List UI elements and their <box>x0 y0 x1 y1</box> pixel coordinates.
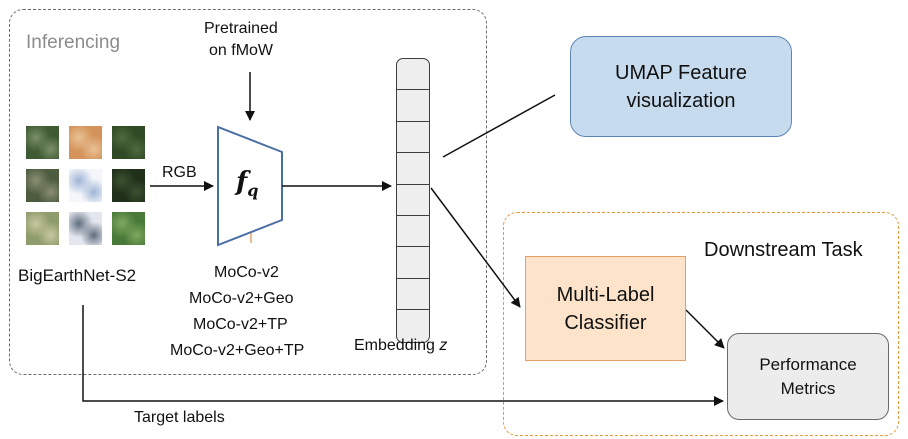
satellite-tile-snow-white <box>69 169 102 202</box>
embedding-cell <box>397 185 429 216</box>
embedding-label-symbol: z <box>439 337 448 354</box>
embedding-cell <box>397 216 429 248</box>
umap-line-1: UMAP Feature <box>615 61 747 84</box>
embedding-cell <box>397 247 429 279</box>
classifier-to-performance-arrow <box>685 309 725 349</box>
satellite-tile-farmland-orange <box>69 126 102 159</box>
satellite-tiles <box>26 126 150 250</box>
performance-line-1: Performance <box>759 354 857 374</box>
satellite-tile-green-fields <box>112 212 145 245</box>
variant-moco-v2-geo: MoCo-v2+Geo <box>189 290 294 307</box>
embedding-to-umap-line <box>442 94 556 158</box>
target-labels-arrow <box>82 305 724 406</box>
satellite-tile-forest-river <box>26 126 59 159</box>
satellite-tile-dark-forest <box>112 169 145 202</box>
variant-moco-v2-tp: MoCo-v2+TP <box>193 316 288 333</box>
variant-moco-v2-geo-tp: MoCo-v2+Geo+TP <box>170 342 305 359</box>
classifier-line-2: Classifier <box>564 311 647 334</box>
umap-feature-visualization-box: UMAP Feature visualization <box>570 36 792 137</box>
embedding-cell <box>397 122 429 154</box>
embedding-label-text: Embedding <box>354 337 435 354</box>
encoder-symbol: fq <box>236 167 259 200</box>
multi-label-classifier-box: Multi-Label Classifier <box>525 256 686 361</box>
satellite-tile-fields-patchwork <box>26 212 59 245</box>
inferencing-region <box>9 9 487 375</box>
embedding-label: Embedding z <box>354 337 447 355</box>
embedding-cell <box>397 279 429 311</box>
pretrained-line-2: on fMoW <box>209 42 274 59</box>
satellite-tile-dense-forest <box>112 126 145 159</box>
variant-moco-v2: MoCo-v2 <box>214 264 279 281</box>
classifier-line-1: Multi-Label <box>556 283 655 306</box>
downstream-task-label: Downstream Task <box>704 239 863 261</box>
pretrained-line-1: Pretrained <box>204 20 278 37</box>
embedding-cell <box>397 90 429 122</box>
downstream-task-region <box>503 212 899 436</box>
satellite-tile-mixed-land <box>26 169 59 202</box>
embedding-to-classifier-arrow <box>430 187 521 308</box>
target-labels-label: Target labels <box>134 409 225 426</box>
satellite-tile-clouds-mountain <box>69 212 102 245</box>
rgb-label: RGB <box>162 164 197 181</box>
embedding-vector <box>396 58 430 343</box>
encoder-trapezoid <box>217 125 283 247</box>
dataset-label: BigEarthNet-S2 <box>18 266 137 285</box>
umap-line-2: visualization <box>626 89 736 112</box>
inferencing-label: Inferencing <box>26 32 121 53</box>
embedding-cell <box>397 59 429 91</box>
performance-line-2: Metrics <box>780 378 836 398</box>
encoder-symbol-f: f <box>236 167 248 197</box>
embedding-cell <box>397 153 429 185</box>
performance-metrics-box: Performance Metrics <box>727 333 889 420</box>
encoder-symbol-q: q <box>247 181 259 200</box>
